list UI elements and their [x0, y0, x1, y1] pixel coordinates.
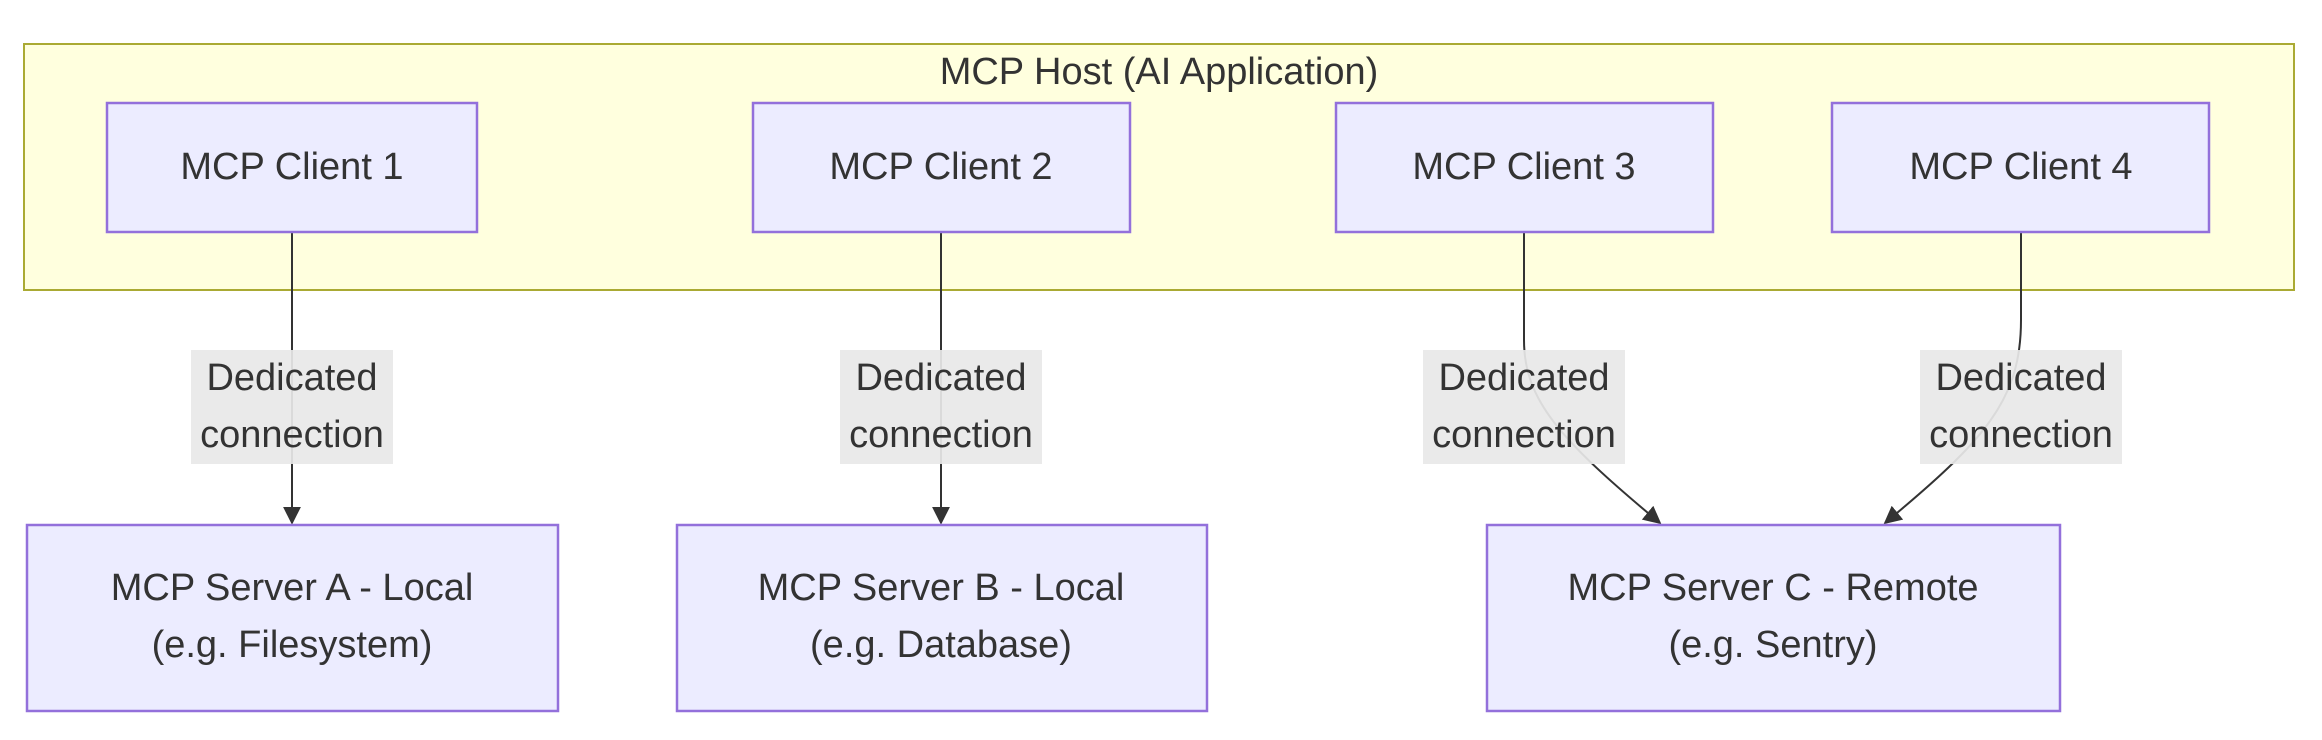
edge-label-4-bg	[1920, 350, 2122, 464]
edge-label-4-line1: Dedicated	[1935, 357, 2106, 399]
edge-label-3-line1: Dedicated	[1438, 357, 1609, 399]
mcp-server-a-box	[25, 523, 560, 713]
edge-label-1-line1: Dedicated	[206, 357, 377, 399]
mcp-client-2-label: MCP Client 2	[829, 146, 1052, 188]
mcp-client-4-box	[1830, 101, 2211, 234]
mcp-server-b-box	[675, 523, 1209, 713]
edge-label-3-bg	[1423, 350, 1625, 464]
mcp-server-c-line2: (e.g. Sentry)	[1668, 624, 1877, 666]
edge-label-3-line2: connection	[1432, 414, 1616, 456]
edge-label-1-bg	[191, 350, 393, 464]
mcp-host-title: MCP Host (AI Application)	[940, 51, 1379, 93]
mcp-client-1: MCP Client 1	[105, 101, 479, 234]
mcp-server-b-line1: MCP Server B - Local	[758, 567, 1125, 609]
edge-label-4: Dedicated connection	[1920, 350, 2122, 464]
edge-label-2: Dedicated connection	[840, 350, 1042, 464]
mcp-server-c-line1: MCP Server C - Remote	[1567, 567, 1978, 609]
mcp-client-3-label: MCP Client 3	[1412, 146, 1635, 188]
mcp-server-c-box	[1485, 523, 2062, 713]
edge-label-1-line2: connection	[200, 414, 384, 456]
mcp-client-4: MCP Client 4	[1830, 101, 2211, 234]
edge-label-2-line2: connection	[849, 414, 1033, 456]
mcp-client-2: MCP Client 2	[751, 101, 1132, 234]
edge-label-3: Dedicated connection	[1423, 350, 1625, 464]
mcp-server-b-line2: (e.g. Database)	[810, 624, 1072, 666]
mcp-server-a-line2: (e.g. Filesystem)	[152, 624, 433, 666]
edge-label-4-line2: connection	[1929, 414, 2113, 456]
mcp-server-b: MCP Server B - Local (e.g. Database)	[675, 523, 1209, 713]
mcp-server-c: MCP Server C - Remote (e.g. Sentry)	[1485, 523, 2062, 713]
edge-label-1: Dedicated connection	[191, 350, 393, 464]
mcp-client-1-label: MCP Client 1	[180, 146, 403, 188]
edge-label-2-bg	[840, 350, 1042, 464]
mcp-server-a-line1: MCP Server A - Local	[111, 567, 474, 609]
edge-label-2-line1: Dedicated	[855, 357, 1026, 399]
mcp-client-3-box	[1334, 101, 1715, 234]
mcp-client-1-box	[105, 101, 479, 234]
mcp-client-3: MCP Client 3	[1334, 101, 1715, 234]
mcp-server-a: MCP Server A - Local (e.g. Filesystem)	[25, 523, 560, 713]
mcp-client-2-box	[751, 101, 1132, 234]
mcp-client-4-label: MCP Client 4	[1909, 146, 2132, 188]
